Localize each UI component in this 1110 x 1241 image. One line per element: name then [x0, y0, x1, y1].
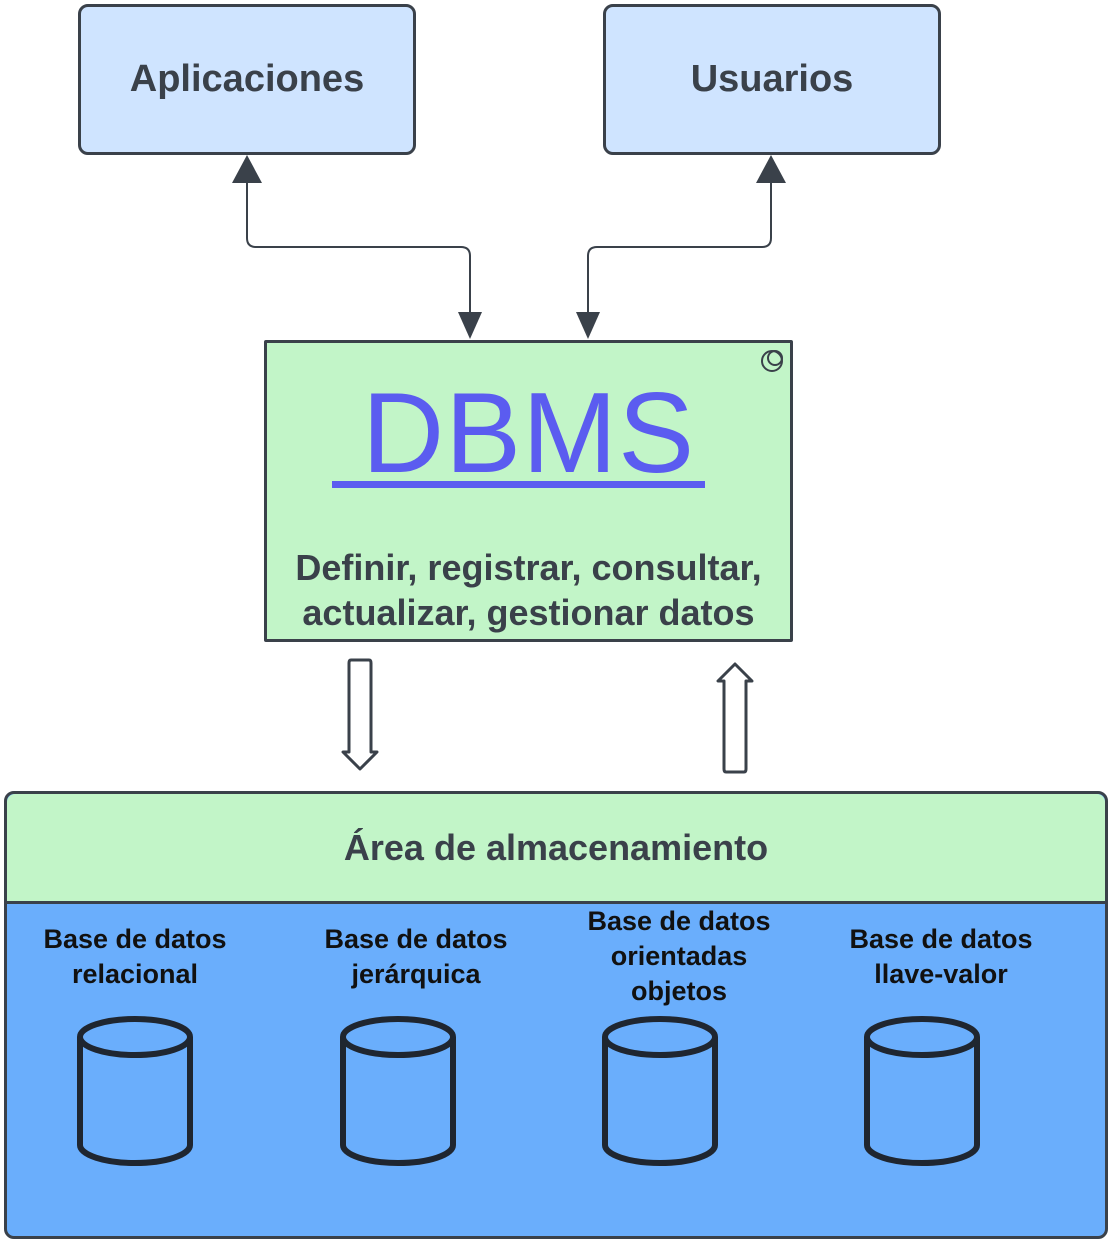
hollow-arrow-down [341, 658, 379, 771]
link-circles-icon [761, 350, 783, 372]
dbms-title-underline [332, 481, 705, 488]
dbms-box: DBMS Definir, registrar, consultar, actu… [264, 340, 793, 642]
arrowhead-down-dbms-right [576, 312, 600, 339]
dbms-description: Definir, registrar, consultar, actualiza… [295, 545, 761, 635]
connector-apps-dbms [246, 183, 471, 312]
applications-box: Aplicaciones [78, 4, 416, 155]
arrowhead-up-apps [232, 155, 262, 183]
database-cylinder-icon [864, 1016, 980, 1166]
db-label-object-oriented: Base de datos orientadas objetos [587, 906, 771, 1006]
users-box: Usuarios [603, 4, 941, 155]
arrowhead-up-users [756, 155, 786, 183]
dbms-title: DBMS [361, 370, 696, 497]
connector-users-dbms [587, 183, 772, 312]
database-cylinder-icon [602, 1016, 718, 1166]
applications-label: Aplicaciones [129, 58, 365, 100]
database-cylinder-icon [340, 1016, 456, 1166]
db-label-hierarchical: Base de datos jerárquica [324, 924, 508, 989]
dbms-description-line: Definir, registrar, consultar, [295, 547, 762, 588]
db-label-key-value: Base de datos llave-valor [849, 924, 1033, 989]
storage-title: Área de almacenamiento [7, 794, 1105, 904]
database-cylinder-icon [77, 1016, 193, 1166]
users-label: Usuarios [690, 58, 854, 100]
dbms-description-line: actualizar, gestionar datos [302, 592, 755, 633]
arrowhead-down-dbms-left [458, 312, 482, 339]
db-label-relational: Base de datos relacional [43, 924, 227, 989]
hollow-arrow-up [716, 662, 754, 774]
